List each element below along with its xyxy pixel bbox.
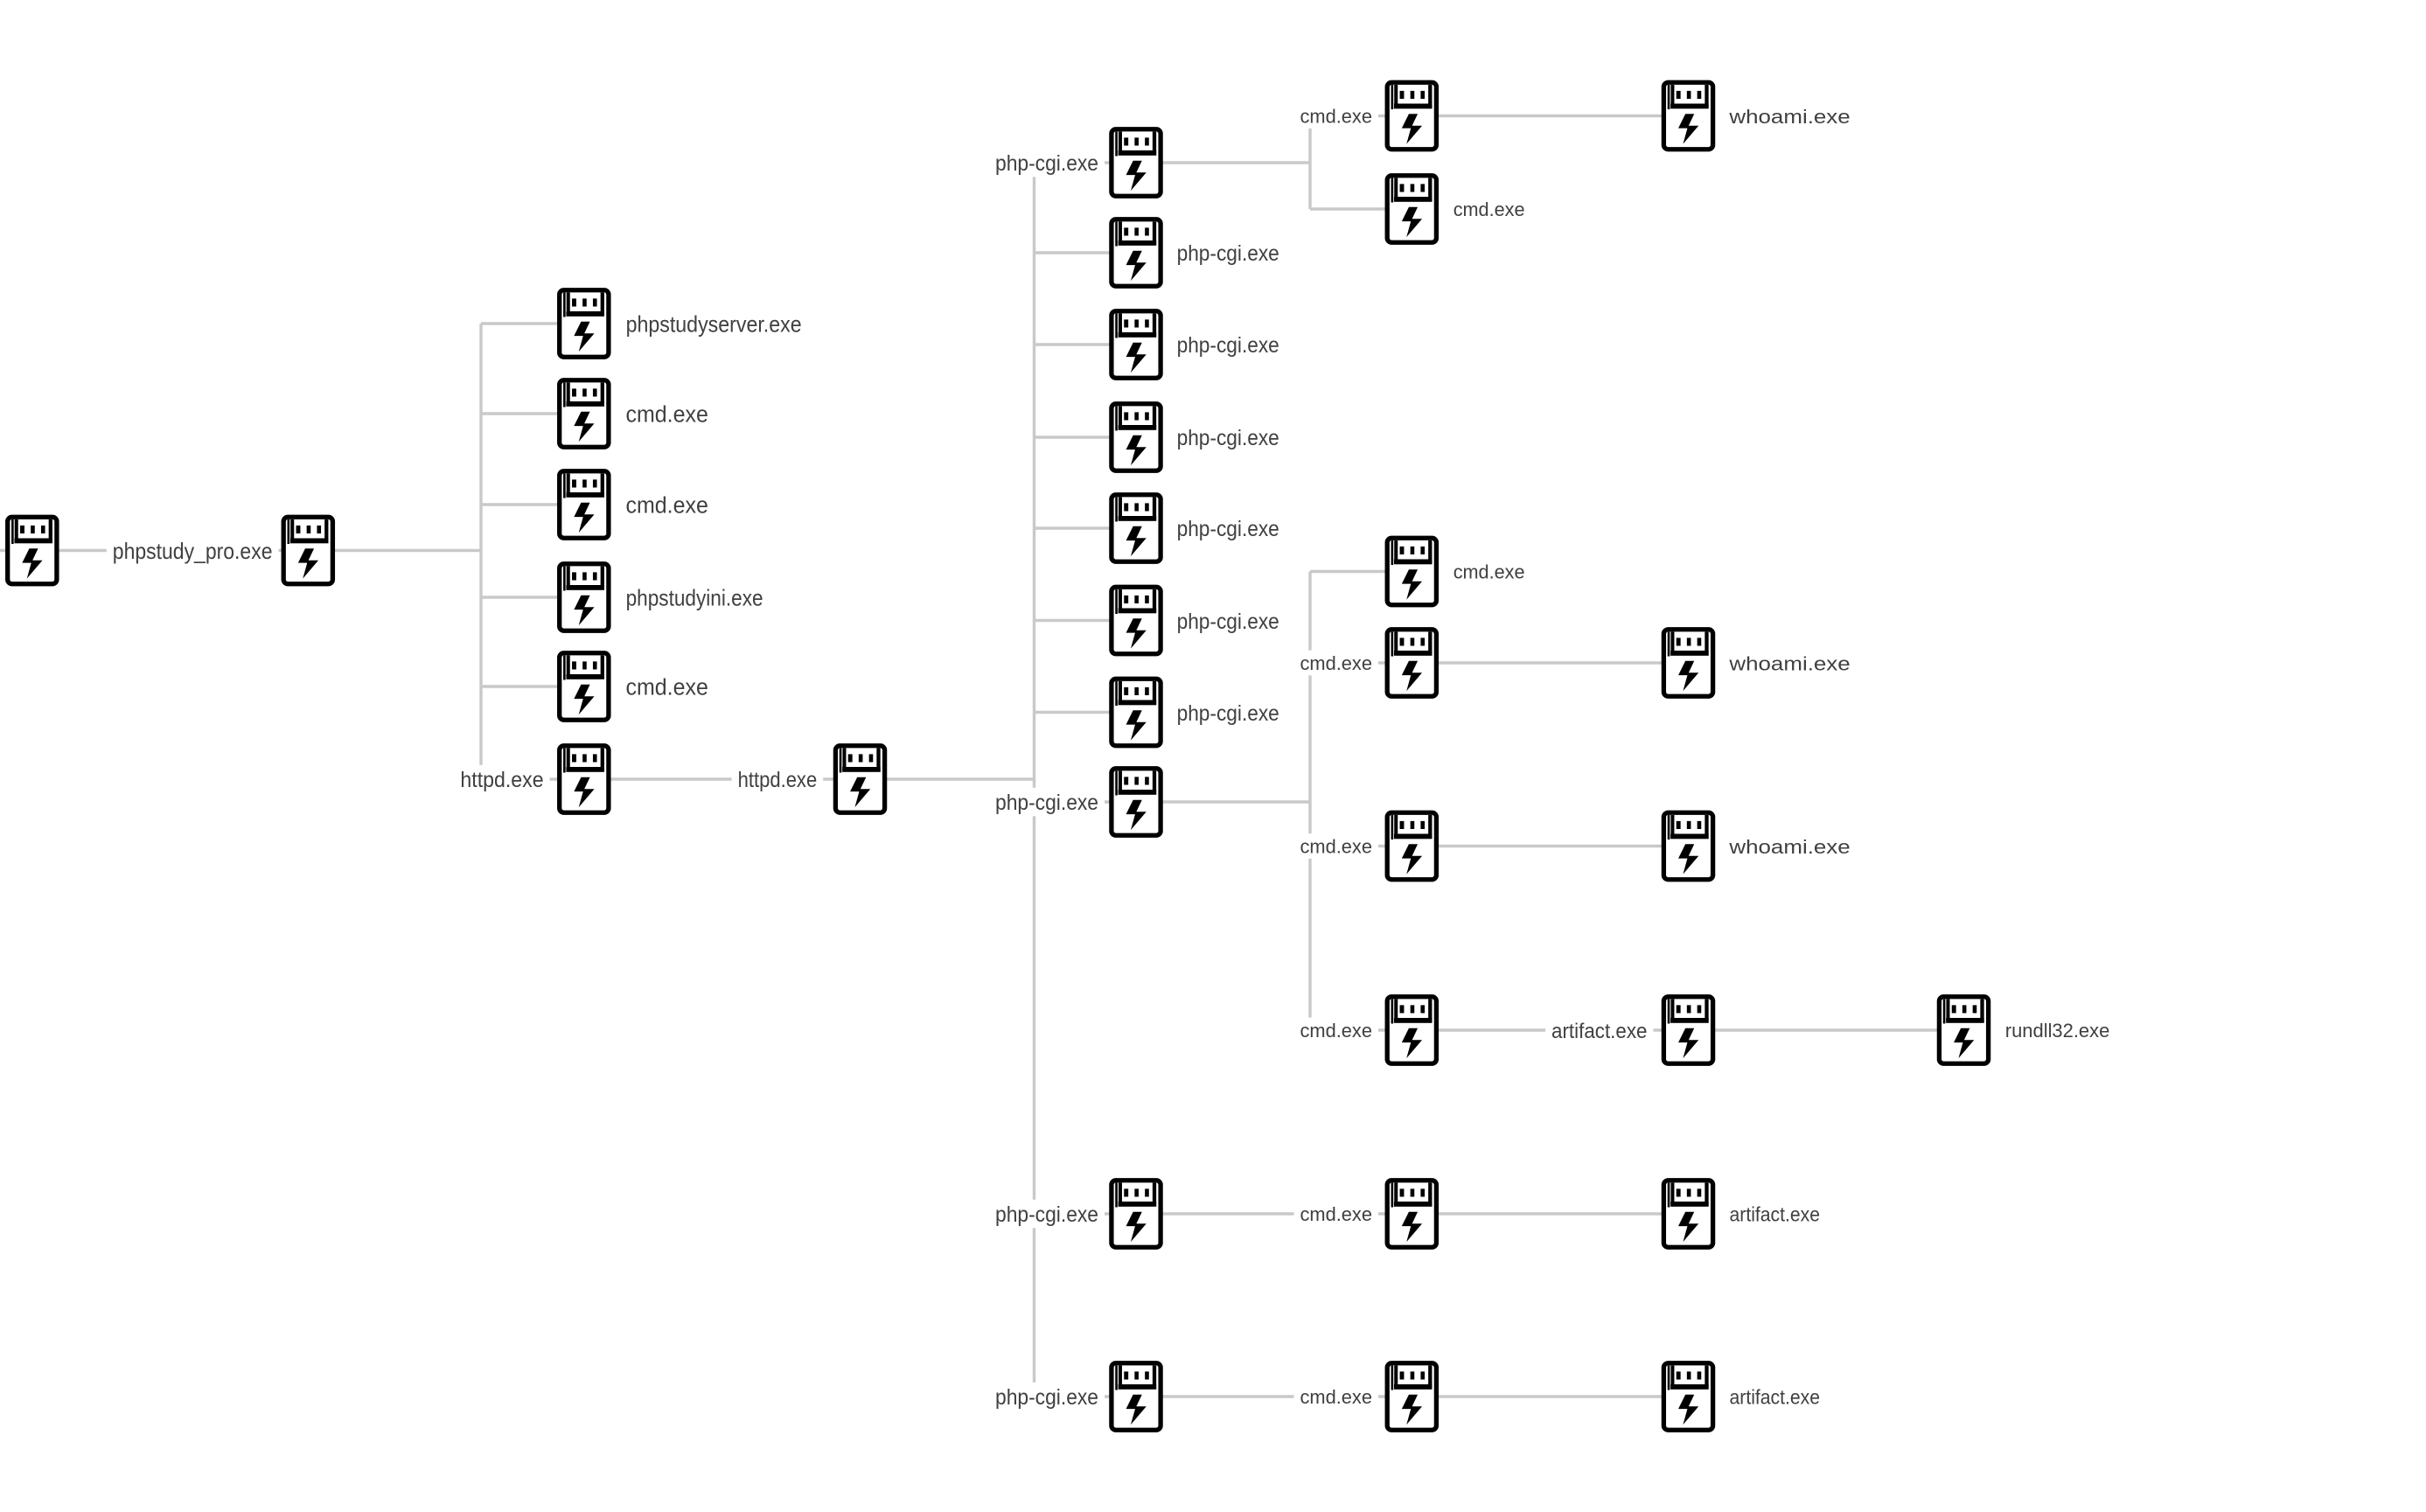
svg-text:cmd.exe: cmd.exe: [1454, 199, 1525, 220]
svg-text:whoami.exe: whoami.exe: [1728, 652, 1850, 674]
svg-text:cmd.exe: cmd.exe: [1300, 106, 1373, 128]
svg-text:php-cgi.exe: php-cgi.exe: [995, 1385, 1098, 1410]
svg-text:phpstudyini.exe: phpstudyini.exe: [626, 585, 763, 611]
svg-text:artifact.exe: artifact.exe: [1730, 1203, 1821, 1226]
svg-text:whoami.exe: whoami.exe: [1728, 836, 1850, 858]
svg-text:php-cgi.exe: php-cgi.exe: [1177, 333, 1279, 358]
svg-text:php-cgi.exe: php-cgi.exe: [1177, 701, 1279, 726]
svg-text:phpstudyserver.exe: phpstudyserver.exe: [626, 311, 802, 338]
svg-text:httpd.exe: httpd.exe: [738, 768, 818, 792]
svg-text:artifact.exe: artifact.exe: [1551, 1020, 1648, 1043]
svg-text:artifact.exe: artifact.exe: [1730, 1386, 1821, 1409]
svg-text:cmd.exe: cmd.exe: [1300, 652, 1373, 674]
svg-text:php-cgi.exe: php-cgi.exe: [1177, 426, 1279, 450]
svg-text:cmd.exe: cmd.exe: [1300, 836, 1373, 858]
svg-text:php-cgi.exe: php-cgi.exe: [1177, 241, 1279, 266]
svg-text:cmd.exe: cmd.exe: [626, 493, 708, 518]
svg-text:cmd.exe: cmd.exe: [1300, 1386, 1373, 1408]
svg-text:httpd.exe: httpd.exe: [460, 768, 543, 792]
svg-text:php-cgi.exe: php-cgi.exe: [1177, 517, 1279, 541]
svg-text:cmd.exe: cmd.exe: [1300, 1020, 1373, 1042]
svg-text:php-cgi.exe: php-cgi.exe: [995, 791, 1098, 815]
svg-text:cmd.exe: cmd.exe: [626, 675, 708, 700]
svg-text:cmd.exe: cmd.exe: [1454, 561, 1525, 583]
svg-text:php-cgi.exe: php-cgi.exe: [995, 1202, 1098, 1227]
svg-text:cmd.exe: cmd.exe: [1300, 1203, 1373, 1225]
svg-text:rundll32.exe: rundll32.exe: [2005, 1020, 2110, 1042]
svg-text:phpstudy_pro.exe: phpstudy_pro.exe: [113, 538, 273, 564]
svg-text:php-cgi.exe: php-cgi.exe: [1177, 610, 1279, 634]
svg-text:php-cgi.exe: php-cgi.exe: [995, 151, 1098, 176]
svg-text:cmd.exe: cmd.exe: [626, 402, 708, 427]
svg-text:whoami.exe: whoami.exe: [1728, 106, 1850, 128]
